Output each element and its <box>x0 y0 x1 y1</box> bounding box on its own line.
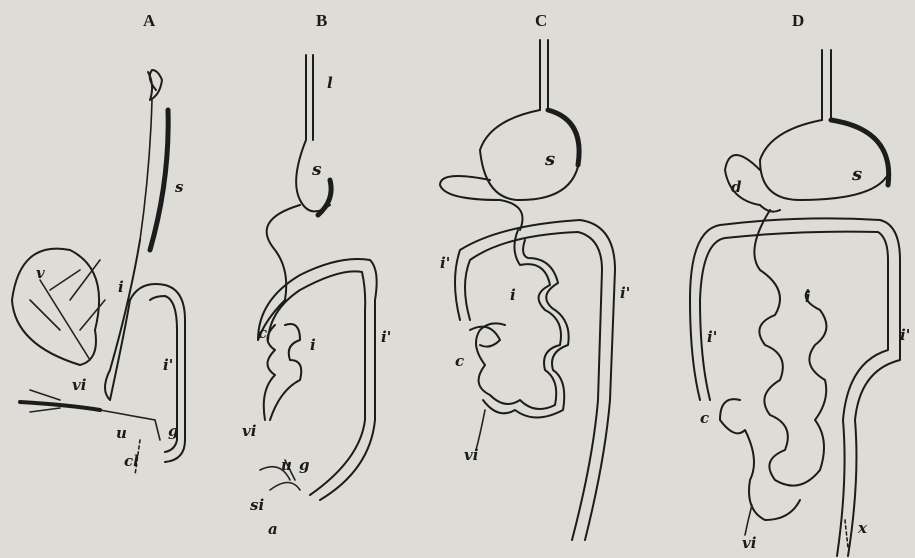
panel-d-label-vi: vi <box>742 534 757 552</box>
panel-a-top-knot <box>148 70 162 100</box>
panel-a-title: A <box>143 11 156 30</box>
panel-b-label-u: u <box>281 456 292 474</box>
panel-a-label-i: i <box>118 278 124 296</box>
panel-b-coil <box>270 324 301 420</box>
panel-c-stomach-outer <box>480 110 580 200</box>
panel-c-duodenum <box>440 176 523 230</box>
panel-c-cecum <box>470 327 500 347</box>
panel-d-colon-outer <box>690 218 900 556</box>
panel-b-label-g: g <box>299 456 310 474</box>
panel-b-intestine-outer <box>258 259 377 500</box>
panel-b-label-i-prime: i' <box>381 328 391 346</box>
panel-c-esophagus <box>540 40 548 110</box>
panel-a-label-i-prime: i' <box>163 356 173 374</box>
panel-a-label-u: u <box>116 424 127 442</box>
panel-d-vitelline <box>745 505 752 535</box>
panel-c-label-i-prime-right: i' <box>620 284 630 302</box>
panel-d-esophagus <box>822 50 831 120</box>
panel-c-label-i-prime-left: i' <box>440 254 450 272</box>
panel-c-label-i: i <box>510 286 516 304</box>
panel-c-title: C <box>535 11 547 30</box>
panel-b-label-c: c <box>258 324 267 342</box>
panel-c-vitelline <box>476 410 485 450</box>
panel-c-coils-outer <box>476 230 561 409</box>
panel-d-label-d: d <box>731 178 742 196</box>
panel-d-label-x: x <box>857 519 868 537</box>
panel-b-label-si: si <box>250 496 264 514</box>
panel-a-esophagus <box>140 100 152 240</box>
panel-d-label-i-prime-left: i' <box>707 328 717 346</box>
panel-d-label-i: i <box>805 288 811 306</box>
panel-b-drawing <box>258 55 377 500</box>
panel-c-drawing <box>440 40 615 540</box>
panel-a-label-g: g <box>168 422 179 440</box>
panel-d-label-s: s <box>851 164 862 185</box>
panel-b-title: B <box>316 11 327 30</box>
panel-b-label-s: s <box>311 160 322 180</box>
panel-d-label-i-prime-right: i' <box>900 326 910 344</box>
panel-d-cecum-region <box>720 399 800 520</box>
panel-a-label-v: v <box>36 264 45 282</box>
panel-a-label-vi: vi <box>72 376 87 394</box>
panel-a-yolk-sac <box>12 249 99 365</box>
panel-a-label-s: s <box>175 178 184 196</box>
panel-b-label-l: l <box>327 74 333 92</box>
panel-c-label-vi: vi <box>464 446 479 464</box>
panel-c-colon-inner <box>465 232 602 540</box>
panel-c-label-s: s <box>544 149 555 170</box>
panel-d-coils-outer <box>754 210 826 486</box>
panel-d-rectum-line <box>845 520 848 548</box>
panel-b-label-a: a <box>268 520 278 538</box>
panel-c-label-c: c <box>455 352 464 370</box>
panel-b-stomach-dark <box>318 180 331 215</box>
panel-b-label-i: i <box>310 336 316 354</box>
panel-b-esophagus <box>306 55 313 140</box>
panel-b-label-vi: vi <box>242 422 257 440</box>
panel-a-duct <box>30 390 160 440</box>
panel-d-drawing <box>690 50 900 556</box>
panel-d-title: D <box>792 11 804 30</box>
panel-d-label-c: c <box>700 409 709 427</box>
panel-b-cloaca <box>260 460 300 490</box>
panel-a-stomach <box>150 110 168 250</box>
panel-a-label-cl: cl <box>124 452 139 470</box>
